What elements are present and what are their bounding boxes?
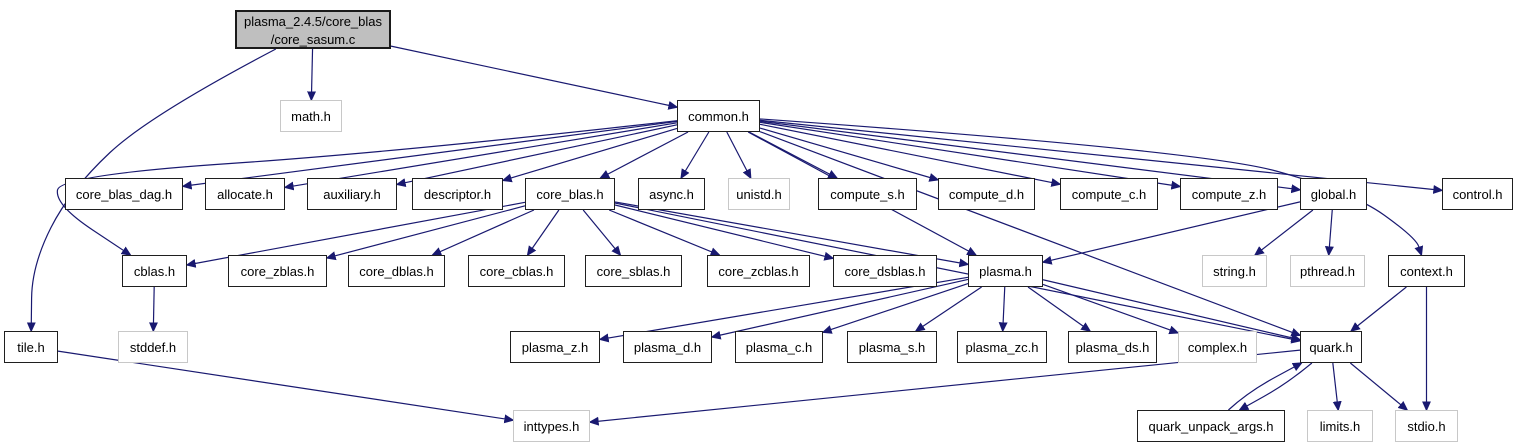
node-core-sasum-c[interactable]: plasma_2.4.5/core_blas /core_sasum.c: [235, 10, 391, 49]
node-async-h[interactable]: async.h: [638, 178, 705, 210]
edge-core-blas-h-to-core-dsblas-h: [614, 204, 835, 261]
node-plasma-z-h[interactable]: plasma_z.h: [510, 331, 600, 363]
node-stddef-h: stddef.h: [118, 331, 188, 363]
node-quark-unpack-args-h[interactable]: quark_unpack_args.h: [1137, 410, 1285, 442]
edge-common-h-to-allocate-h: [283, 122, 678, 191]
edge-core-blas-h-to-core-sblas-h: [582, 209, 622, 257]
edge-core-blas-h-to-cblas-h: [185, 201, 526, 268]
edge-common-h-to-compute-c-h: [759, 123, 1062, 187]
node-core-sblas-h[interactable]: core_sblas.h: [585, 255, 682, 287]
edge-plasma-h-to-plasma-ds-h: [1027, 286, 1092, 332]
node-plasma-s-h[interactable]: plasma_s.h: [847, 331, 937, 363]
edge-common-h-to-async-h: [680, 131, 710, 180]
node-core-zcblas-h[interactable]: core_zcblas.h: [707, 255, 810, 287]
node-cblas-h[interactable]: cblas.h: [122, 255, 187, 287]
edge-global-h-to-plasma-h: [1041, 201, 1301, 265]
edge-common-h-to-descriptor-h: [501, 127, 678, 183]
edge-core-sasum-c-to-tile-h: [26, 48, 277, 333]
node-context-h[interactable]: context.h: [1388, 255, 1465, 287]
node-compute-c-h[interactable]: compute_c.h: [1060, 178, 1158, 210]
node-pthread-h: pthread.h: [1290, 255, 1365, 287]
edge-plasma-h-to-plasma-z-h: [598, 276, 969, 343]
node-plasma-h[interactable]: plasma.h: [968, 255, 1043, 287]
node-plasma-c-h[interactable]: plasma_c.h: [735, 331, 823, 363]
node-quark-h[interactable]: quark.h: [1300, 331, 1362, 363]
node-core-zblas-h[interactable]: core_zblas.h: [228, 255, 327, 287]
node-core-cblas-h[interactable]: core_cblas.h: [468, 255, 565, 287]
edge-plasma-h-to-plasma-zc-h: [998, 286, 1008, 333]
node-string-h: string.h: [1202, 255, 1267, 287]
edge-plasma-h-to-plasma-s-h: [914, 286, 982, 332]
edge-core-blas-h-to-core-zblas-h: [325, 205, 526, 261]
node-inttypes-h: inttypes.h: [513, 410, 590, 442]
node-plasma-ds-h[interactable]: plasma_ds.h: [1068, 331, 1157, 363]
node-auxiliary-h[interactable]: auxiliary.h: [307, 178, 397, 210]
node-plasma-d-h[interactable]: plasma_d.h: [623, 331, 712, 363]
node-compute-d-h[interactable]: compute_d.h: [938, 178, 1035, 210]
edge-plasma-h-to-complex-h: [1042, 283, 1180, 335]
node-limits-h: limits.h: [1307, 410, 1373, 442]
node-allocate-h[interactable]: allocate.h: [205, 178, 285, 210]
node-core-dblas-h[interactable]: core_dblas.h: [348, 255, 445, 287]
edge-cblas-h-to-stddef-h: [148, 286, 158, 333]
edge-quark-h-to-limits-h: [1332, 362, 1342, 412]
edge-common-h-to-core-blas-h: [599, 131, 689, 179]
edge-common-h-to-compute-z-h: [759, 121, 1182, 190]
edge-common-h-to-unistd-h: [726, 131, 752, 180]
edge-common-h-to-auxiliary-h: [395, 124, 678, 188]
node-compute-z-h[interactable]: compute_z.h: [1180, 178, 1278, 210]
edges-group: [26, 45, 1444, 426]
edge-core-blas-h-to-core-dblas-h: [431, 209, 535, 256]
edge-core-blas-h-to-core-zcblas-h: [608, 209, 721, 256]
edge-global-h-to-string-h: [1253, 209, 1314, 256]
edge-quark-unpack-args-h-to-quark-h: [1228, 362, 1303, 411]
edge-common-h-to-cblas-h: [56, 120, 678, 256]
edge-quark-h-to-quark-unpack-args-h: [1238, 362, 1313, 411]
edge-core-sasum-c-to-math-h: [307, 48, 317, 102]
edge-plasma-h-to-quark-h: [1042, 279, 1302, 343]
edge-global-h-to-pthread-h: [1324, 209, 1334, 257]
node-plasma-zc-h[interactable]: plasma_zc.h: [957, 331, 1047, 363]
edge-core-blas-h-to-core-cblas-h: [526, 209, 560, 257]
edge-common-h-to-compute-d-h: [759, 127, 940, 182]
node-core-blas-h[interactable]: core_blas.h: [525, 178, 615, 210]
node-core-blas-dag-h[interactable]: core_blas_dag.h: [65, 178, 183, 210]
node-descriptor-h[interactable]: descriptor.h: [412, 178, 503, 210]
node-tile-h[interactable]: tile.h: [4, 331, 58, 363]
edge-common-h-to-compute-s-h: [748, 131, 839, 179]
edge-core-sasum-c-to-common-h: [390, 45, 679, 110]
edge-plasma-h-to-plasma-d-h: [710, 278, 969, 340]
edge-core-blas-h-to-plasma-h: [614, 201, 970, 268]
node-control-h[interactable]: control.h: [1442, 178, 1513, 210]
edge-quark-h-to-stdio-h: [1349, 362, 1409, 411]
edge-context-h-to-quark-h: [1349, 286, 1407, 332]
node-core-dsblas-h[interactable]: core_dsblas.h: [833, 255, 937, 287]
node-complex-h: complex.h: [1178, 331, 1257, 363]
edge-common-h-to-core-blas-dag-h: [181, 120, 678, 190]
edge-common-h-to-quark-h: [759, 131, 1302, 337]
node-math-h: math.h: [280, 100, 342, 132]
node-global-h[interactable]: global.h: [1300, 178, 1367, 210]
edge-common-h-to-context-h: [759, 118, 1424, 257]
edge-plasma-h-to-plasma-c-h: [821, 283, 969, 334]
node-stdio-h: stdio.h: [1395, 410, 1458, 442]
node-common-h[interactable]: common.h: [677, 100, 760, 132]
edge-core-blas-h-to-quark-h: [614, 202, 1302, 344]
node-unistd-h: unistd.h: [728, 178, 790, 210]
node-compute-s-h[interactable]: compute_s.h: [818, 178, 917, 210]
